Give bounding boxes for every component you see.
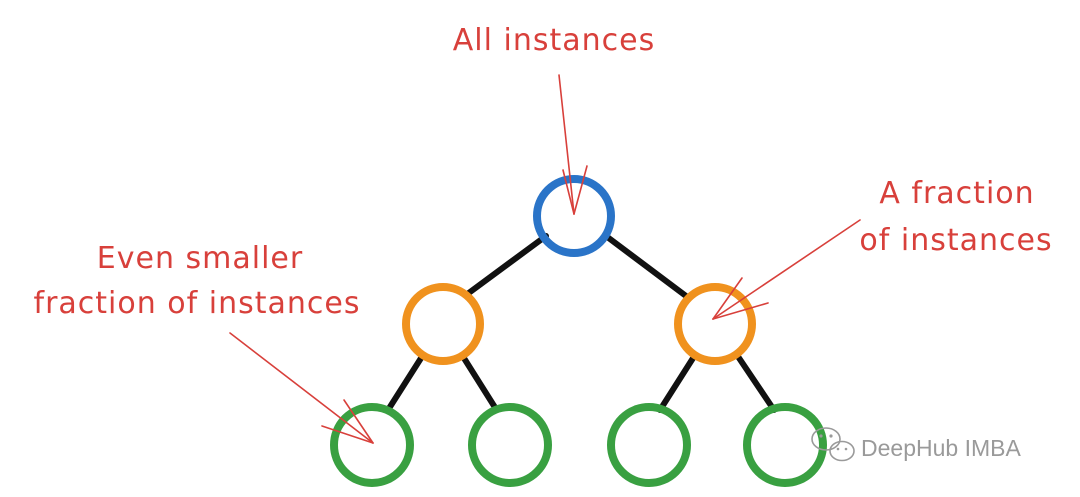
level2-right-node <box>674 283 756 365</box>
arrow-root-head-b <box>573 165 588 215</box>
arrow-root-head-a <box>562 169 575 215</box>
arrow-level2 <box>712 219 861 320</box>
tree-nodes <box>330 175 827 487</box>
tree-edges <box>385 233 777 413</box>
edge-right-leaf4 <box>734 352 777 413</box>
label-level2-line1: A fraction <box>879 176 1034 211</box>
arrow-level2-head-a <box>712 277 743 320</box>
edge-left-leaf2 <box>459 352 499 412</box>
arrow-level3-head-a <box>343 399 374 444</box>
arrow-level3 <box>229 332 374 444</box>
leaf-node-4 <box>743 403 827 487</box>
leaf-node-3 <box>607 403 691 487</box>
leaf-node-1 <box>330 403 414 487</box>
arrow-level3-head-b <box>321 425 374 444</box>
arrow-level2-head-b <box>712 302 769 320</box>
level2-left-node <box>402 283 484 365</box>
leaf-node-2 <box>468 403 552 487</box>
arrow-root <box>558 74 575 215</box>
annotation-arrows <box>229 74 861 444</box>
edge-right-leaf3 <box>657 352 698 413</box>
root-node <box>533 175 615 257</box>
watermark-text: DeepHub IMBA <box>861 435 1021 461</box>
edge-root-left <box>463 233 549 298</box>
label-root: All instances <box>453 23 655 58</box>
annotation-labels: All instances A fraction of instances Ev… <box>34 23 1052 321</box>
label-level3-line2: fraction of instances <box>34 286 361 321</box>
label-level3-line1: Even smaller <box>97 241 303 276</box>
edge-root-right <box>603 233 689 299</box>
edge-left-leaf1 <box>385 352 426 413</box>
label-level2-line2: of instances <box>859 223 1052 258</box>
wechat-icon <box>811 427 855 462</box>
watermark: DeepHub IMBA <box>811 427 1021 462</box>
